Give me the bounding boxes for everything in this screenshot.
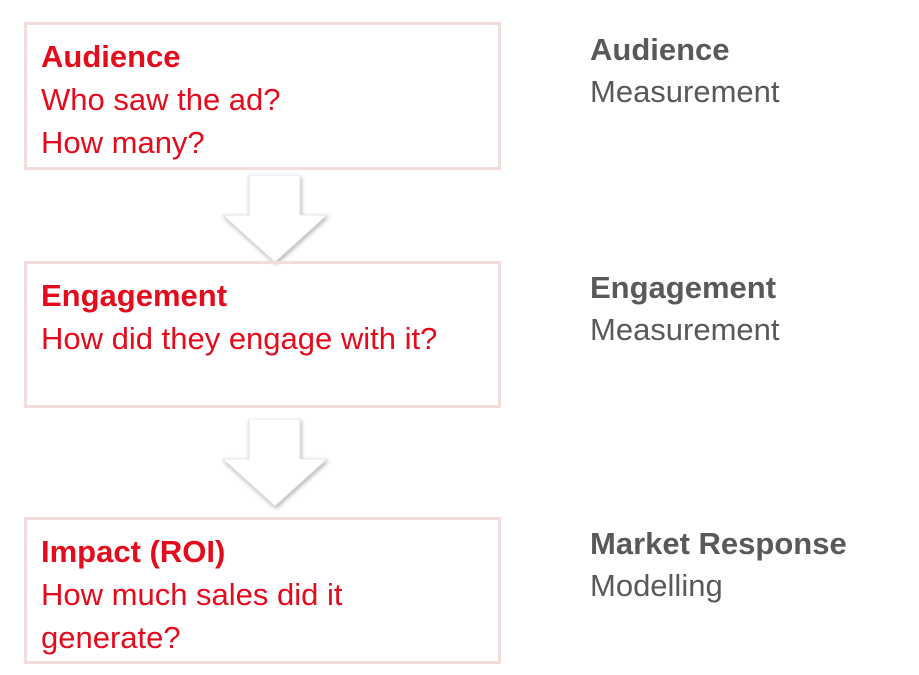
method-sub: Measurement <box>590 312 780 347</box>
step-title: Engagement <box>41 278 228 313</box>
method-title: Audience <box>590 32 730 67</box>
method-title: Market Response <box>590 526 847 561</box>
method-label-impact: Market Response Modelling <box>590 523 847 607</box>
step-title: Audience <box>41 39 181 74</box>
step-box-engagement: Engagement How did they engage with it? <box>24 261 501 408</box>
down-arrow-icon <box>222 175 328 263</box>
method-label-engagement: Engagement Measurement <box>590 267 780 351</box>
method-sub: Modelling <box>590 568 723 603</box>
step-title: Impact (ROI) <box>41 534 226 569</box>
method-title: Engagement <box>590 270 777 305</box>
step-box-impact: Impact (ROI) How much sales did it gener… <box>24 517 501 664</box>
step-question: How much sales did it generate? <box>41 577 343 655</box>
step-question: Who saw the ad? How many? <box>41 82 281 160</box>
step-box-audience: Audience Who saw the ad? How many? <box>24 22 501 170</box>
down-arrow-icon <box>222 419 328 507</box>
method-label-audience: Audience Measurement <box>590 29 780 113</box>
method-sub: Measurement <box>590 74 780 109</box>
step-question: How did they engage with it? <box>41 321 438 356</box>
